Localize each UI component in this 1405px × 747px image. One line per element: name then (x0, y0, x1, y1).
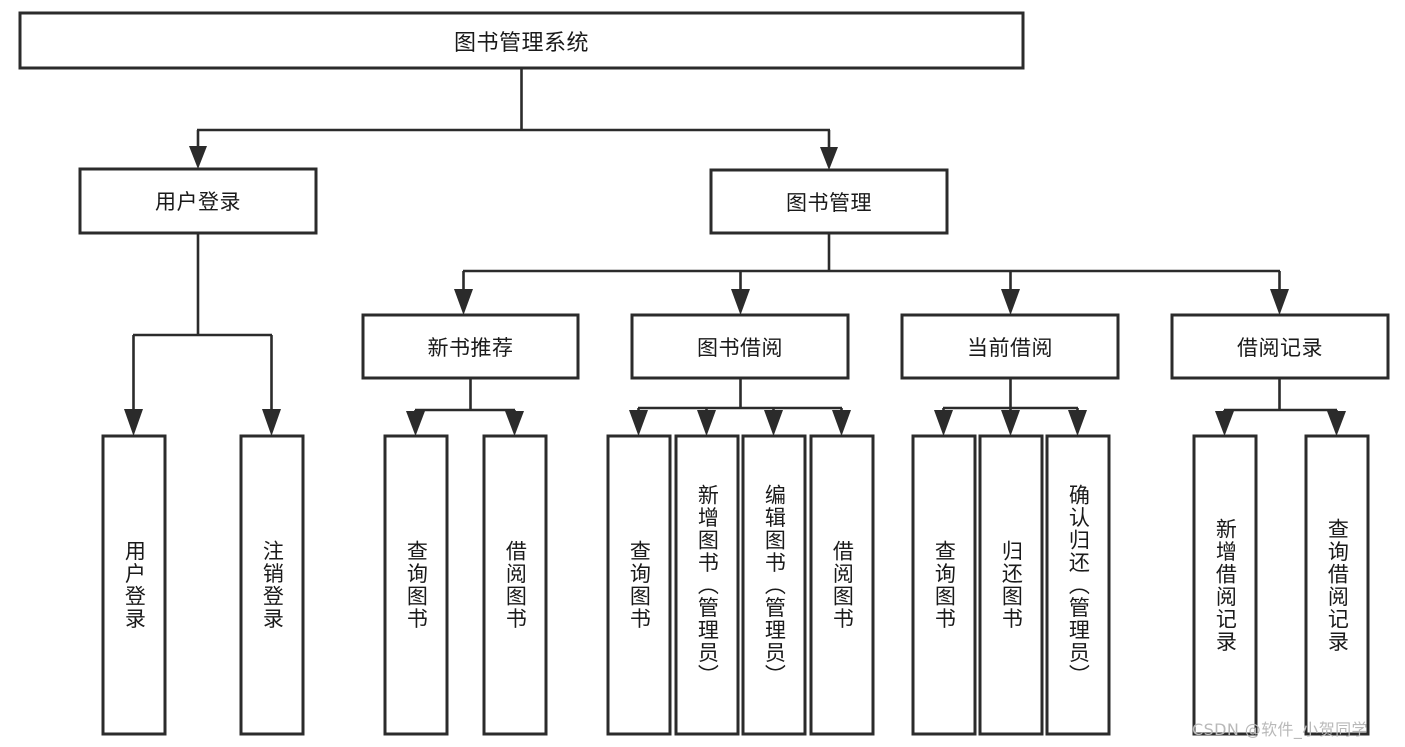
leaf-box-7[interactable] (741, 434, 807, 736)
arrowhead-leaf-11 (1068, 410, 1087, 436)
arrowhead-to-current-borrow (1001, 289, 1020, 315)
leaf-box-8[interactable] (809, 434, 875, 736)
node-box-root[interactable] (18, 11, 1025, 70)
leaf-box-1[interactable] (101, 434, 167, 736)
arrowhead-to-borrow-record (1270, 289, 1289, 315)
leaf-box-9[interactable] (911, 434, 977, 736)
arrowhead-leaf-2 (262, 409, 281, 436)
node-box-new-book-recommend[interactable] (361, 313, 580, 380)
connector-group-book-mgmt (454, 233, 1289, 315)
leaf-box-11[interactable] (1045, 434, 1111, 736)
node-box-user-login[interactable] (78, 167, 318, 235)
leaf-box-12[interactable] (1192, 434, 1258, 736)
connector-group-user-login (124, 233, 281, 436)
node-box-current-borrow[interactable] (900, 313, 1120, 380)
arrowhead-to-user-login (189, 146, 207, 169)
node-box-borrow-record[interactable] (1170, 313, 1390, 380)
arrowhead-leaf-4 (505, 411, 524, 436)
arrowhead-leaf-9 (934, 410, 953, 436)
leaf-box-2[interactable] (239, 434, 305, 736)
connector-group-current-borrow (934, 378, 1087, 436)
arrowhead-leaf-12 (1215, 411, 1234, 436)
leaf-box-13[interactable] (1304, 434, 1370, 736)
arrowhead-to-book-mgmt (820, 147, 838, 170)
arrowhead-leaf-6 (697, 410, 716, 436)
csdn-watermark: CSDN @软件_小贺同学 (1192, 720, 1368, 739)
arrowhead-leaf-3 (406, 411, 425, 436)
connector-group-borrow-record (1215, 378, 1346, 436)
arrowhead-to-book-borrow (731, 289, 750, 315)
connector-group-new-book-rec (406, 378, 524, 436)
connector-group-book-borrow (629, 378, 851, 436)
arrowhead-leaf-10 (1001, 410, 1020, 436)
leaf-box-3[interactable] (383, 434, 449, 736)
arrowhead-leaf-5 (629, 410, 648, 436)
leaf-box-5[interactable] (606, 434, 672, 736)
leaf-box-6[interactable] (674, 434, 740, 736)
arrowhead-leaf-8 (832, 410, 851, 436)
arrowhead-to-new-book-rec (454, 289, 473, 315)
node-box-book-management[interactable] (709, 168, 949, 235)
connector-group-root (189, 68, 838, 170)
arrowhead-leaf-13 (1327, 411, 1346, 436)
leaf-box-4[interactable] (482, 434, 548, 736)
node-box-book-borrow[interactable] (630, 313, 850, 380)
leaf-box-10[interactable] (978, 434, 1044, 736)
arrowhead-leaf-7 (764, 410, 783, 436)
arrowhead-leaf-1 (124, 409, 143, 436)
